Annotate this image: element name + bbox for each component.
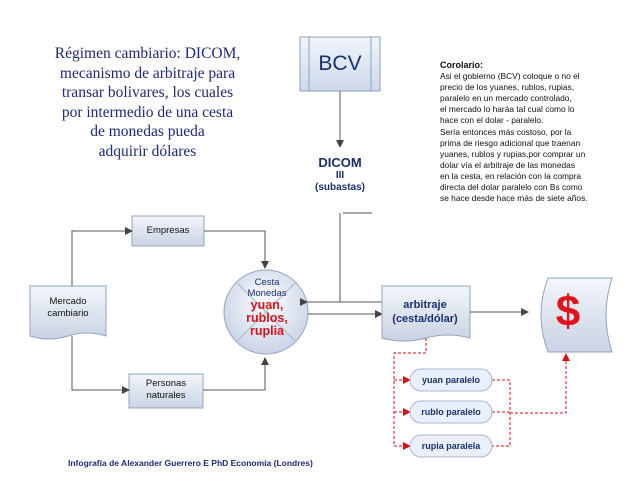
personas-label: Personas naturales [129,378,203,402]
arbitraje-box [381,285,471,342]
arbitraje-label: arbitraje (cesta/dólar) [380,298,470,326]
pill-rupia-paralela: rupia paralela [421,441,481,451]
empresas-label: Empresas [146,225,190,236]
corolario-line: se hace desde hace más de siete años. [440,193,588,204]
title-line: de monedas pueda [90,123,205,140]
bcv-box [299,36,381,92]
corolario-line: el mercado lo haráa tal cual como lo [440,104,575,115]
corolario-line: yuanes, rublos y rupias,por comprar un [440,148,586,159]
dicom-roman: III [335,170,345,181]
dicom-box [307,147,377,214]
dicom-label: DICOM III (subastas) [312,155,368,194]
corolario-line: precio de los yuanes, rublos, rupias, [440,82,575,93]
connector-mercado-empresas [71,227,133,286]
dollar-box [540,277,613,353]
title-line: por intermedio de una cesta [61,103,234,121]
pill-yuan-paralelo: yuan paralelo [421,375,481,385]
corolario-line: hace con el dolar - paralelo. [440,115,544,126]
corolario-line: dolar vía el arbitraje de las monedas [440,159,576,170]
mercado-line: cambiario [47,308,89,319]
corolario-line: directa del dolar paralelo con Bs como [440,182,583,193]
mercado-line: Mercado [49,296,87,307]
red-dashed-connectors [393,338,570,450]
cesta-label: Cesta Monedas yuan, rublos, ruplia [232,277,302,338]
corolario-text: Corolario: Asi el gobierno (BCV) coloque… [440,60,640,204]
corolario-line: Sería entonces más costoso, por la [440,126,572,137]
cesta-currency: yuan, [250,298,284,312]
corolario-line: paralelo en un mercado controlado, [440,93,572,104]
corolario-heading: Corolario: [440,60,484,70]
corolario-line: en la cesta, en relación con la compra [440,170,582,181]
corolario-line: prima de riesgo adicional que traenan [440,137,581,148]
bcv-label: BCV [318,52,362,75]
footer-credit: Infografía de Alexander Guerrero E PhD E… [68,458,313,468]
paralelo-pills [409,368,493,458]
connector-mercado-personas [71,336,130,394]
dicom-name: DICOM [318,155,362,170]
arbitraje-line: arbitraje [403,299,447,311]
personas-line: naturales [146,390,186,401]
title-line: mecanismo de arbitraje para [59,64,236,82]
cesta-line: Cesta [254,277,280,288]
personas-box [128,373,204,409]
arbitraje-line: (cesta/dólar) [392,313,458,325]
cesta-circle [223,269,309,355]
title-line: adquirir dólares [98,142,197,160]
connector-personas-cesta [203,357,269,391]
cesta-currency: ruplia [249,324,285,338]
empresas-box [131,215,205,247]
mercado-box [29,285,107,340]
title-line: Régimen cambiario: DICOM, [54,45,241,62]
corolario-line: Asi el gobierno (BCV) coloque o no el [440,71,580,82]
mercado-label: Mercado cambiario [30,296,106,320]
title-line: transar bolivares, los cuales [61,84,234,101]
dollar-sign: $ [555,287,581,336]
dicom-sub: (subastas) [314,182,365,193]
cesta-currency: rublos, [246,311,288,325]
pill-rublo-paralelo: rublo paralelo [421,407,481,417]
personas-line: Personas [145,378,187,389]
page-title: Régimen cambiario: DICOM, mecanismo de a… [30,44,265,161]
cesta-line: Monedas [247,288,287,299]
connector-empresas-cesta [204,230,269,269]
